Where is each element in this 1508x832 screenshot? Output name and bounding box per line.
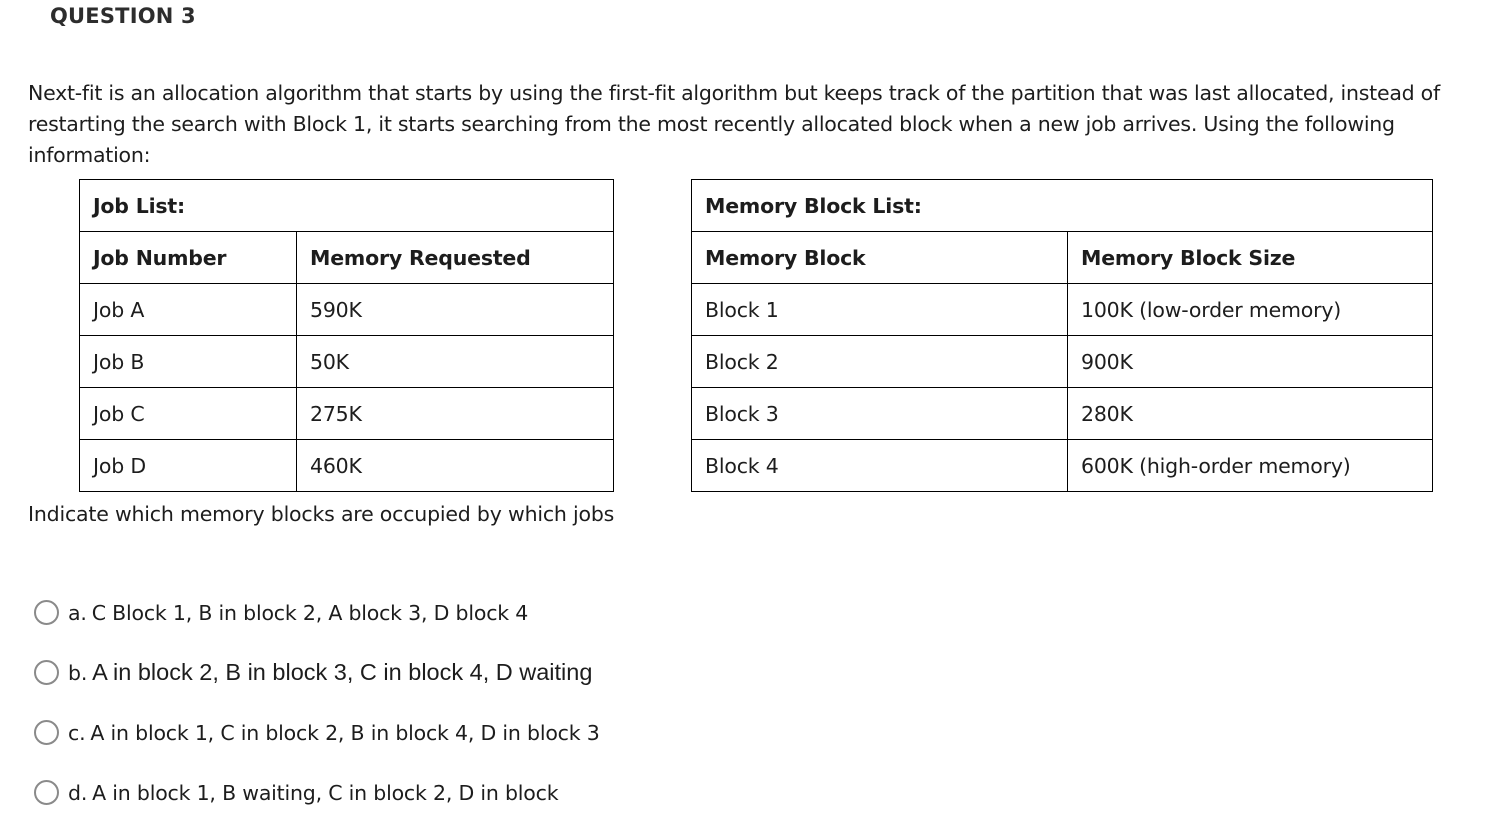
memory-requested-cell: 50K: [295, 335, 615, 388]
memory-requested-header: Memory Requested: [295, 231, 615, 284]
radio-button-icon[interactable]: [34, 660, 59, 685]
question-prompt-text: Indicate which memory blocks are occupie…: [28, 502, 615, 526]
question-intro-text: Next-fit is an allocation algorithm that…: [28, 81, 1440, 167]
memory-block-cell: Block 1: [691, 283, 1068, 336]
table-row: Block 2 900K: [691, 335, 1433, 388]
table-row-header: Job Number Memory Requested: [79, 231, 615, 284]
memory-block-size-cell: 600K (high-order memory): [1067, 439, 1433, 492]
memory-block-list-table: Memory Block List: Memory Block Memory B…: [691, 179, 1433, 492]
table-row: Job C 275K: [79, 387, 615, 440]
radio-button-icon[interactable]: [34, 720, 59, 745]
memory-block-size-header: Memory Block Size: [1067, 231, 1433, 284]
option-text-c: A in block 1, C in block 2, B in block 4…: [90, 720, 600, 745]
memory-requested-cell: 460K: [295, 439, 615, 492]
memory-block-size-cell: 280K: [1067, 387, 1433, 440]
page-title: QUESTION 3: [50, 4, 196, 28]
radio-button-icon[interactable]: [34, 780, 59, 805]
job-number-cell: Job C: [79, 387, 297, 440]
memory-block-cell: Block 2: [691, 335, 1068, 388]
option-text-a: C Block 1, B in block 2, A block 3, D bl…: [91, 600, 529, 625]
table-row: Block 4 600K (high-order memory): [691, 439, 1433, 492]
option-text-d: A in block 1, B waiting, C in block 2, D…: [92, 780, 559, 805]
memory-block-size-cell: 900K: [1067, 335, 1433, 388]
answer-options-list: a. C Block 1, B in block 2, A block 3, D…: [34, 592, 1434, 832]
job-list-title: Job List:: [78, 179, 615, 232]
option-letter-a: a.: [68, 600, 87, 625]
option-letter-c: c.: [68, 720, 86, 745]
job-number-cell: Job A: [79, 283, 297, 336]
table-row-title: Memory Block List:: [691, 179, 1433, 232]
answer-option-a[interactable]: a. C Block 1, B in block 2, A block 3, D…: [34, 592, 1434, 633]
table-row: Job B 50K: [79, 335, 615, 388]
answer-option-d[interactable]: d. A in block 1, B waiting, C in block 2…: [34, 772, 1434, 813]
table-row-header: Memory Block Memory Block Size: [691, 231, 1433, 284]
memory-block-list-title: Memory Block List:: [691, 179, 1433, 232]
memory-requested-cell: 275K: [295, 387, 615, 440]
memory-block-cell: Block 3: [691, 387, 1068, 440]
job-list-table: Job List: Job Number Memory Requested Jo…: [78, 179, 615, 492]
job-number-cell: Job D: [79, 439, 297, 492]
option-text-b: A in block 2, B in block 3, C in block 4…: [92, 659, 593, 685]
option-letter-b: b.: [68, 660, 88, 685]
memory-block-header: Memory Block: [691, 231, 1068, 284]
table-row: Block 3 280K: [691, 387, 1433, 440]
job-number-cell: Job B: [79, 335, 297, 388]
memory-requested-cell: 590K: [295, 283, 615, 336]
table-row: Block 1 100K (low-order memory): [691, 283, 1433, 336]
table-row-title: Job List:: [78, 179, 615, 232]
option-letter-d: d.: [68, 780, 88, 805]
table-row: Job A 590K: [79, 283, 615, 336]
answer-option-b[interactable]: b. A in block 2, B in block 3, C in bloc…: [34, 652, 1434, 693]
job-number-header: Job Number: [79, 231, 297, 284]
table-row: Job D 460K: [79, 439, 615, 492]
radio-button-icon[interactable]: [34, 600, 59, 625]
memory-block-cell: Block 4: [691, 439, 1068, 492]
memory-block-size-cell: 100K (low-order memory): [1067, 283, 1433, 336]
answer-option-c[interactable]: c. A in block 1, C in block 2, B in bloc…: [34, 712, 1434, 753]
